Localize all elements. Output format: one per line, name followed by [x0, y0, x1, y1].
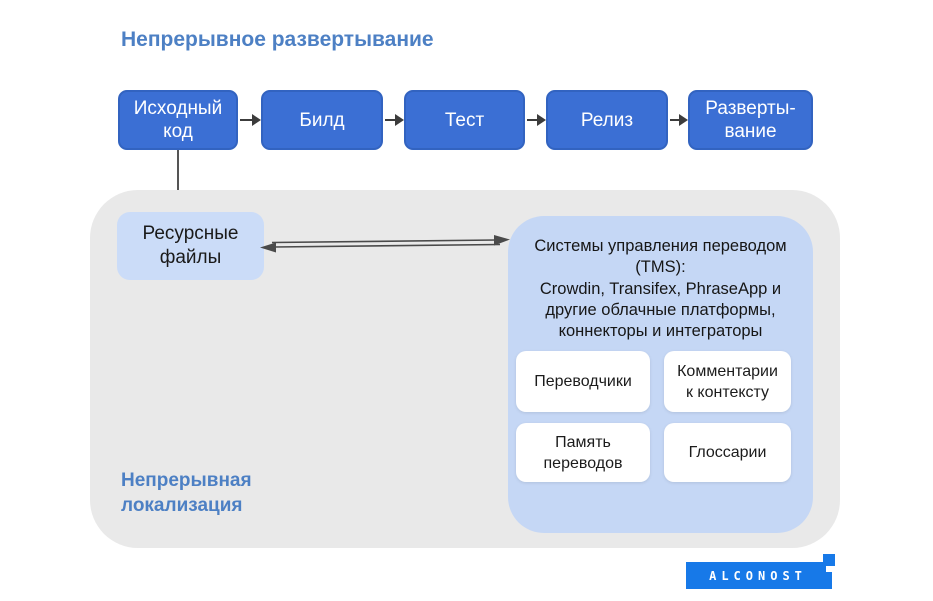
tms-feature-glossaries: Глоссарии [664, 423, 791, 482]
tms-description: Crowdin, Transifex, PhraseApp и другие о… [539, 280, 782, 340]
pipeline-step-build: Билд [261, 90, 383, 150]
pipeline-step-label: Исходный код [133, 98, 223, 142]
pipeline-step-release: Релиз [546, 90, 668, 150]
pipeline-step-label: Тест [444, 109, 485, 131]
tms-feature-label: Глоссарии [688, 444, 767, 461]
tms-feature-translation-memory: Память переводов [516, 423, 650, 482]
alconost-logo: ALCONOST [686, 554, 835, 589]
resource-files-label: Ресурсные файлы [142, 223, 239, 268]
resource-files-box: Ресурсные файлы [117, 212, 264, 280]
pipeline-step-label: Билд [299, 109, 345, 131]
pipeline-step-label: Разверты-вание [705, 98, 796, 142]
arrow-right-icon [670, 114, 688, 126]
continuous-localization-label: Непрерывная локализация [121, 470, 252, 516]
pipeline-step-test: Тест [404, 90, 525, 150]
tms-heading: Системы управления переводом (TMS): [534, 237, 787, 276]
arrow-right-icon [385, 114, 404, 126]
arrow-right-icon [240, 114, 261, 126]
connector-line [177, 150, 179, 213]
tms-feature-translators: Переводчики [516, 351, 650, 412]
pipeline-step-source-code: Исходный код [118, 90, 238, 150]
arrow-right-icon [527, 114, 546, 126]
tms-feature-label: Комментарии к контексту [677, 362, 778, 401]
tms-feature-label: Переводчики [534, 373, 632, 390]
tms-feature-context-comments: Комментарии к контексту [664, 351, 791, 412]
page-title: Непрерывное развертывание [121, 28, 434, 51]
pipeline-step-deployment: Разверты-вание [688, 90, 813, 150]
alconost-logo-text: ALCONOST [709, 568, 807, 583]
pipeline-step-label: Релиз [580, 109, 634, 131]
tms-feature-label: Память переводов [543, 433, 623, 472]
bidirectional-arrow-icon [260, 235, 510, 253]
